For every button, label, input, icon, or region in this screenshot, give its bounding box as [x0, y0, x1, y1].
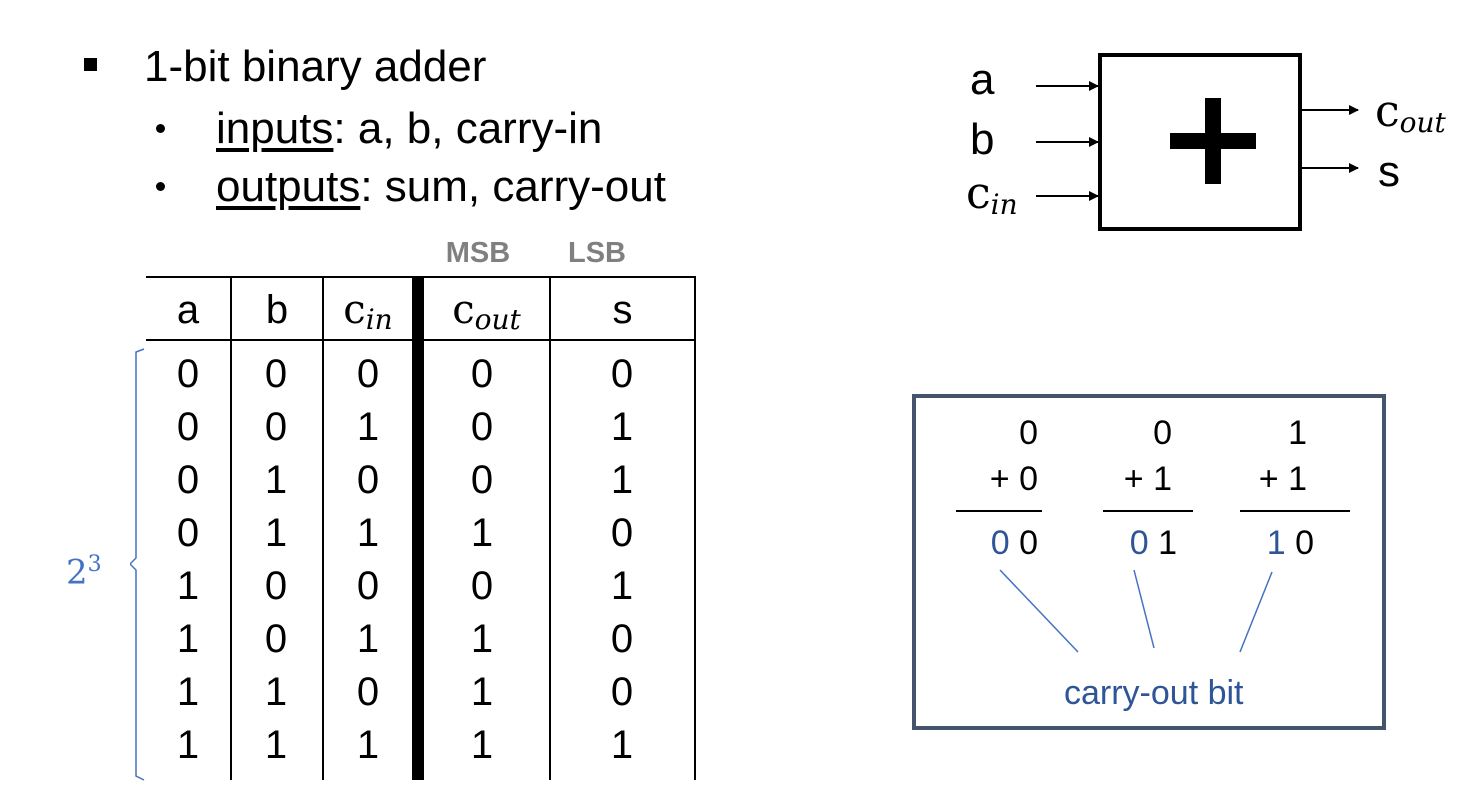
adder-wires [1036, 81, 1359, 201]
adder-block [1098, 53, 1302, 231]
col-divider [322, 276, 324, 780]
cell-b: 0 [264, 352, 288, 396]
input-output-divider [412, 276, 424, 780]
cell-cout: 1 [470, 670, 494, 714]
msb-label: MSB [445, 237, 511, 269]
cell-a: 1 [176, 617, 200, 661]
example-3-rule [1240, 510, 1350, 512]
col-divider [549, 276, 551, 780]
bullet-outputs: outputs: sum, carry-out [156, 162, 856, 212]
addition-examples-box [912, 394, 1386, 730]
row-count-label: 23 [66, 552, 102, 593]
col-divider [230, 276, 232, 780]
carry-callout-lines [999, 569, 1273, 653]
cell-a: 0 [176, 352, 200, 396]
cell-s: 1 [610, 723, 634, 767]
example-2-result: 0 1 [1129, 524, 1177, 562]
cell-a: 1 [176, 723, 200, 767]
cell-b: 1 [264, 670, 288, 714]
header-s: s [612, 288, 633, 332]
cell-s: 1 [610, 564, 634, 608]
cell-cin: 1 [356, 511, 380, 555]
cell-s: 0 [610, 352, 634, 396]
cell-a: 1 [176, 670, 200, 714]
cell-cin: 1 [356, 723, 380, 767]
cell-cout: 0 [470, 458, 494, 502]
plus-icon-bar [1170, 133, 1256, 149]
rows-bracket [130, 348, 145, 781]
example-1-bottom: + 0 [989, 460, 1038, 498]
outputs-list: : sum, carry-out [360, 162, 666, 211]
truth-table: a b cin cout s 0 0 0 0 0 0 0 1 0 1 0 1 0 0 1 0 1 1 1 0 1 0 0 0 1… [146, 276, 696, 780]
cell-s: 0 [610, 617, 634, 661]
outputs-term: outputs [216, 162, 361, 211]
input-a-label: a [970, 55, 995, 104]
carry-out-bit-label: carry-out bit [1064, 674, 1244, 712]
cell-b: 0 [264, 617, 288, 661]
cell-b: 0 [264, 405, 288, 449]
cell-b: 1 [264, 458, 288, 502]
example-3-result: 1 0 [1266, 524, 1314, 562]
header-cin: cin [343, 287, 393, 336]
header-b: b [265, 288, 289, 332]
inputs-term: inputs [216, 104, 334, 153]
cell-cin: 0 [356, 564, 380, 608]
cell-cout: 0 [470, 352, 494, 396]
cell-cout: 1 [470, 617, 494, 661]
example-2-bottom: + 1 [1123, 460, 1172, 498]
cell-cin: 1 [356, 617, 380, 661]
bullet-inputs: inputs: a, b, carry-in [156, 104, 856, 154]
example-1-result: 0 0 [990, 524, 1038, 562]
example-2-top: 0 [1153, 414, 1172, 452]
bullet-title: 1-bit binary adder [84, 42, 684, 92]
cell-a: 1 [176, 564, 200, 608]
cell-s: 1 [610, 405, 634, 449]
square-bullet-icon [84, 58, 97, 71]
cell-s: 0 [610, 511, 634, 555]
example-1-top: 0 [1019, 414, 1038, 452]
example-1-rule [956, 510, 1042, 512]
cell-s: 1 [610, 458, 634, 502]
cell-cout: 0 [470, 564, 494, 608]
cell-b: 1 [264, 723, 288, 767]
cell-cout: 0 [470, 405, 494, 449]
bullet-title-text: 1-bit binary adder [144, 42, 487, 91]
col-divider [694, 276, 696, 780]
round-bullet-icon [156, 182, 165, 191]
cell-cout: 1 [470, 511, 494, 555]
output-cout-label: cout [1375, 86, 1446, 140]
input-cin-label: cin [966, 168, 1018, 222]
cell-cin: 0 [356, 670, 380, 714]
round-bullet-icon [156, 124, 165, 133]
cell-cin: 1 [356, 405, 380, 449]
output-s-label: s [1378, 147, 1400, 196]
example-3-bottom: + 1 [1258, 460, 1307, 498]
inputs-list: : a, b, carry-in [333, 104, 603, 153]
cell-cout: 1 [470, 723, 494, 767]
example-2-rule [1103, 510, 1193, 512]
cell-a: 0 [176, 511, 200, 555]
header-cout: cout [452, 287, 521, 336]
cell-s: 0 [610, 670, 634, 714]
cell-cin: 0 [356, 458, 380, 502]
cell-a: 0 [176, 405, 200, 449]
cell-b: 0 [264, 564, 288, 608]
header-a: a [176, 288, 200, 332]
cell-cin: 0 [356, 352, 380, 396]
cell-b: 1 [264, 511, 288, 555]
lsb-label: LSB [568, 237, 626, 269]
input-b-label: b [970, 115, 995, 164]
cell-a: 0 [176, 458, 200, 502]
example-3-top: 1 [1288, 414, 1307, 452]
